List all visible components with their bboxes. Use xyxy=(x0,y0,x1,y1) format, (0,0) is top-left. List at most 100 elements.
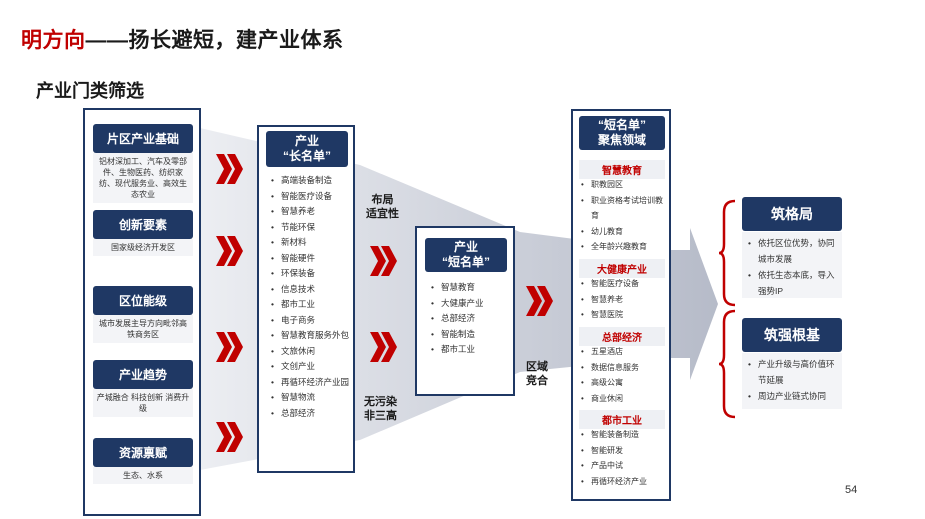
list-item: 环保装备 xyxy=(269,266,355,282)
list-item: 节能环保 xyxy=(269,220,355,236)
list-item: 再循环经济产业 xyxy=(579,474,669,490)
list-item: 信息技术 xyxy=(269,282,355,298)
focus-areas-title: “短名单” 聚焦领域 xyxy=(579,116,665,150)
list-item: 智慧物流 xyxy=(269,390,355,406)
list-item: 都市工业 xyxy=(269,297,355,313)
list-item: 智能制造 xyxy=(429,327,515,343)
list-item: 智慧医院 xyxy=(579,307,669,323)
page-title: 明方向——扬长避短，建产业体系 xyxy=(21,24,344,54)
list-item: 数据信息服务 xyxy=(579,360,669,376)
section-trend: 产业趋势 产城融合 科技创新 消费升级 xyxy=(93,360,193,417)
group-list: 职教园区 职业资格考试培训教育 幼儿教育 全年龄兴趣教育 xyxy=(579,177,669,255)
label-line: 区域 xyxy=(526,361,548,373)
focus-areas-title-line1: “短名单” xyxy=(597,118,646,132)
long-list-title-line1: 产业 xyxy=(294,134,319,148)
outcome-title-2: 筑强根基 xyxy=(742,318,842,352)
short-list: 智慧教育 大健康产业 总部经济 智能制造 都市工业 xyxy=(429,280,515,358)
list-item: 幼儿教育 xyxy=(579,224,669,240)
list-item: 智能医疗设备 xyxy=(269,189,355,205)
section-title: 产业趋势 xyxy=(93,360,193,389)
section-subtitle: 产业门类筛选 xyxy=(36,81,144,101)
focus-areas-column: “短名单” 聚焦领域 智慧教育 职教园区 职业资格考试培训教育 幼儿教育 全年龄… xyxy=(571,109,671,501)
chevron-icon xyxy=(526,286,553,316)
focus-areas-title-line2: 聚焦领域 xyxy=(597,133,646,147)
outcome-body-1: 依托区位优势，协同城市发展 依托生态本底，导入强势IP xyxy=(742,232,842,298)
section-title: 创新要素 xyxy=(93,210,193,239)
list-item: 文旅休闲 xyxy=(269,344,355,360)
list-item: 智能研发 xyxy=(579,443,669,459)
label-no-pollution: 无污染 非三高 xyxy=(364,395,397,423)
section-innovation: 创新要素 国家级经济开发区 xyxy=(93,210,193,256)
list-item: 电子商务 xyxy=(269,313,355,329)
short-list-title-line1: 产业 xyxy=(453,240,478,254)
list-item: 职业资格考试培训教育 xyxy=(579,193,669,224)
list-item: 高端装备制造 xyxy=(269,173,355,189)
list-item: 职教园区 xyxy=(579,177,669,193)
label-line: 非三高 xyxy=(364,410,397,422)
bracket-icon xyxy=(718,309,736,419)
group-list: 智能医疗设备 智慧养老 智慧医院 xyxy=(579,276,669,323)
industry-base-column: 片区产业基础 铝材深加工、汽车及零部件、生物医药、纺织家纺、现代服务业、高效生态… xyxy=(83,108,201,516)
section-location: 区位能级 城市发展主导方向毗邻高铁商务区 xyxy=(93,286,193,343)
long-list-title-line2: “长名单” xyxy=(282,149,331,163)
long-list: 高端装备制造 智能医疗设备 智慧养老 节能环保 新材料 智能硬件 环保装备 信息… xyxy=(269,173,355,421)
list-item: 智慧教育 xyxy=(429,280,515,296)
outcome-list: 产业升级与高价值环节延展 周边产业链式协同 xyxy=(746,356,840,404)
section-desc: 生态、水系 xyxy=(93,467,193,484)
section-desc: 铝材深加工、汽车及零部件、生物医药、纺织家纺、现代服务业、高效生态农业 xyxy=(93,153,193,203)
title-highlight: 明方向 xyxy=(21,29,86,52)
list-item: 大健康产业 xyxy=(429,296,515,312)
list-item: 产品中试 xyxy=(579,458,669,474)
chevron-icon xyxy=(216,422,243,452)
list-item: 新材料 xyxy=(269,235,355,251)
section-desc: 城市发展主导方向毗邻高铁商务区 xyxy=(93,315,193,343)
list-item: 依托生态本底，导入强势IP xyxy=(746,267,840,299)
group-title: 智慧教育 xyxy=(579,160,665,179)
label-line: 竞合 xyxy=(526,375,548,387)
list-item: 智能装备制造 xyxy=(579,427,669,443)
outcome-list: 依托区位优势，协同城市发展 依托生态本底，导入强势IP xyxy=(746,235,840,299)
list-item: 周边产业链式协同 xyxy=(746,388,840,404)
outcome-title-1: 筑格局 xyxy=(742,197,842,231)
chevron-icon xyxy=(370,246,397,276)
list-item: 智能硬件 xyxy=(269,251,355,267)
group-title: 都市工业 xyxy=(579,410,665,429)
short-list-title: 产业 “短名单” xyxy=(425,238,507,272)
label-line: 适宜性 xyxy=(366,208,399,220)
page-number: 54 xyxy=(845,484,858,496)
group-title: 总部经济 xyxy=(579,327,665,346)
list-item: 五星酒店 xyxy=(579,344,669,360)
section-desc: 产城融合 科技创新 消费升级 xyxy=(93,389,193,417)
chevron-icon xyxy=(216,332,243,362)
label-layout-suitability: 布局 适宜性 xyxy=(366,193,399,221)
short-list-title-line2: “短名单” xyxy=(441,255,490,269)
label-regional-competition: 区域 竞合 xyxy=(526,360,548,388)
label-line: 无污染 xyxy=(364,396,397,408)
list-item: 高级公寓 xyxy=(579,375,669,391)
outcome-body-2: 产业升级与高价值环节延展 周边产业链式协同 xyxy=(742,353,842,409)
list-item: 产业升级与高价值环节延展 xyxy=(746,356,840,388)
list-item: 智慧教育服务外包 xyxy=(269,328,355,344)
short-list-column: 产业 “短名单” 智慧教育 大健康产业 总部经济 智能制造 都市工业 xyxy=(415,226,515,396)
list-item: 依托区位优势，协同城市发展 xyxy=(746,235,840,267)
list-item: 总部经济 xyxy=(429,311,515,327)
list-item: 商业休闲 xyxy=(579,391,669,407)
list-item: 再循环经济产业园 xyxy=(269,375,355,391)
section-title: 片区产业基础 xyxy=(93,124,193,153)
section-resource: 资源禀赋 生态、水系 xyxy=(93,438,193,484)
label-line: 布局 xyxy=(371,194,394,206)
list-item: 文创产业 xyxy=(269,359,355,375)
section-desc: 国家级经济开发区 xyxy=(93,239,193,256)
chevron-icon xyxy=(370,332,397,362)
bracket-icon xyxy=(718,199,736,307)
list-item: 都市工业 xyxy=(429,342,515,358)
group-title: 大健康产业 xyxy=(579,259,665,278)
section-title: 资源禀赋 xyxy=(93,438,193,467)
list-item: 智慧养老 xyxy=(269,204,355,220)
list-item: 智能医疗设备 xyxy=(579,276,669,292)
chevron-icon xyxy=(216,236,243,266)
long-list-title: 产业 “长名单” xyxy=(266,131,348,167)
chevron-icon xyxy=(216,154,243,184)
list-item: 全年龄兴趣教育 xyxy=(579,239,669,255)
list-item: 智慧养老 xyxy=(579,292,669,308)
